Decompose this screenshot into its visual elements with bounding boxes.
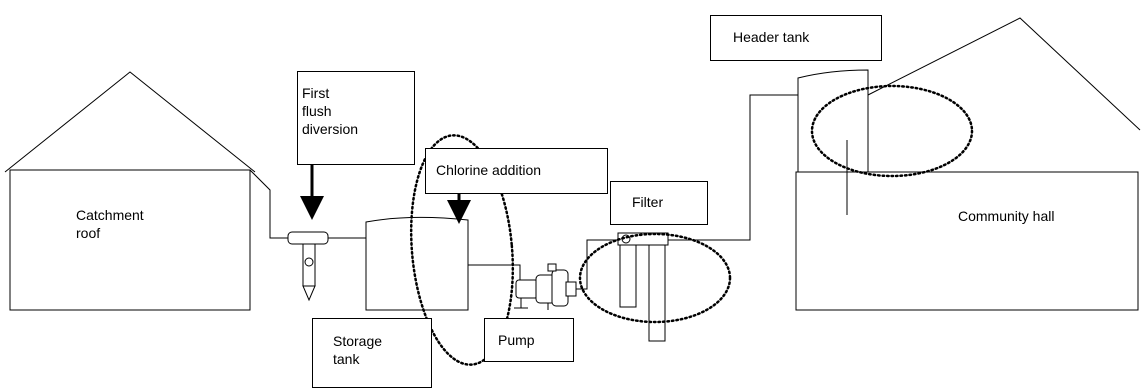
first-flush-diverter xyxy=(287,231,329,302)
header-tank-label: Header tank xyxy=(733,29,810,45)
catchment-building xyxy=(4,71,256,311)
storage-tank-box: Storage tank xyxy=(312,318,432,388)
community-hall-label: Community hall xyxy=(958,208,1055,224)
filter-unit xyxy=(617,232,669,342)
first-flush-label: First flush diversion xyxy=(302,85,359,137)
header-tank-box: Header tank xyxy=(710,15,882,61)
pump xyxy=(514,263,577,310)
pump-label: Pump xyxy=(498,332,535,348)
storage-tank-label: Storage tank xyxy=(333,333,383,367)
community-hall-building xyxy=(795,17,1141,311)
header-tank xyxy=(797,69,869,173)
storage-tank xyxy=(365,216,469,311)
filter-highlight-ellipse xyxy=(578,232,732,324)
catchment-roof-label: Catchment roof xyxy=(76,207,144,241)
pipe-to-filter xyxy=(576,239,622,290)
header-tank-highlight-ellipse xyxy=(810,84,974,178)
highlight-ellipses xyxy=(409,84,974,366)
chlorine-addition-label: Chlorine addition xyxy=(436,162,542,178)
gutter-pipe xyxy=(249,169,290,239)
pipe-to-header-tank xyxy=(668,94,798,241)
filter-box: Filter xyxy=(610,181,708,225)
chlorine-highlight-ellipse xyxy=(409,134,515,366)
first-flush-box: First flush diversion xyxy=(297,71,415,165)
pump-box: Pump xyxy=(484,318,574,362)
chlorine-addition-box: Chlorine addition xyxy=(425,148,608,194)
filter-label: Filter xyxy=(632,194,664,210)
